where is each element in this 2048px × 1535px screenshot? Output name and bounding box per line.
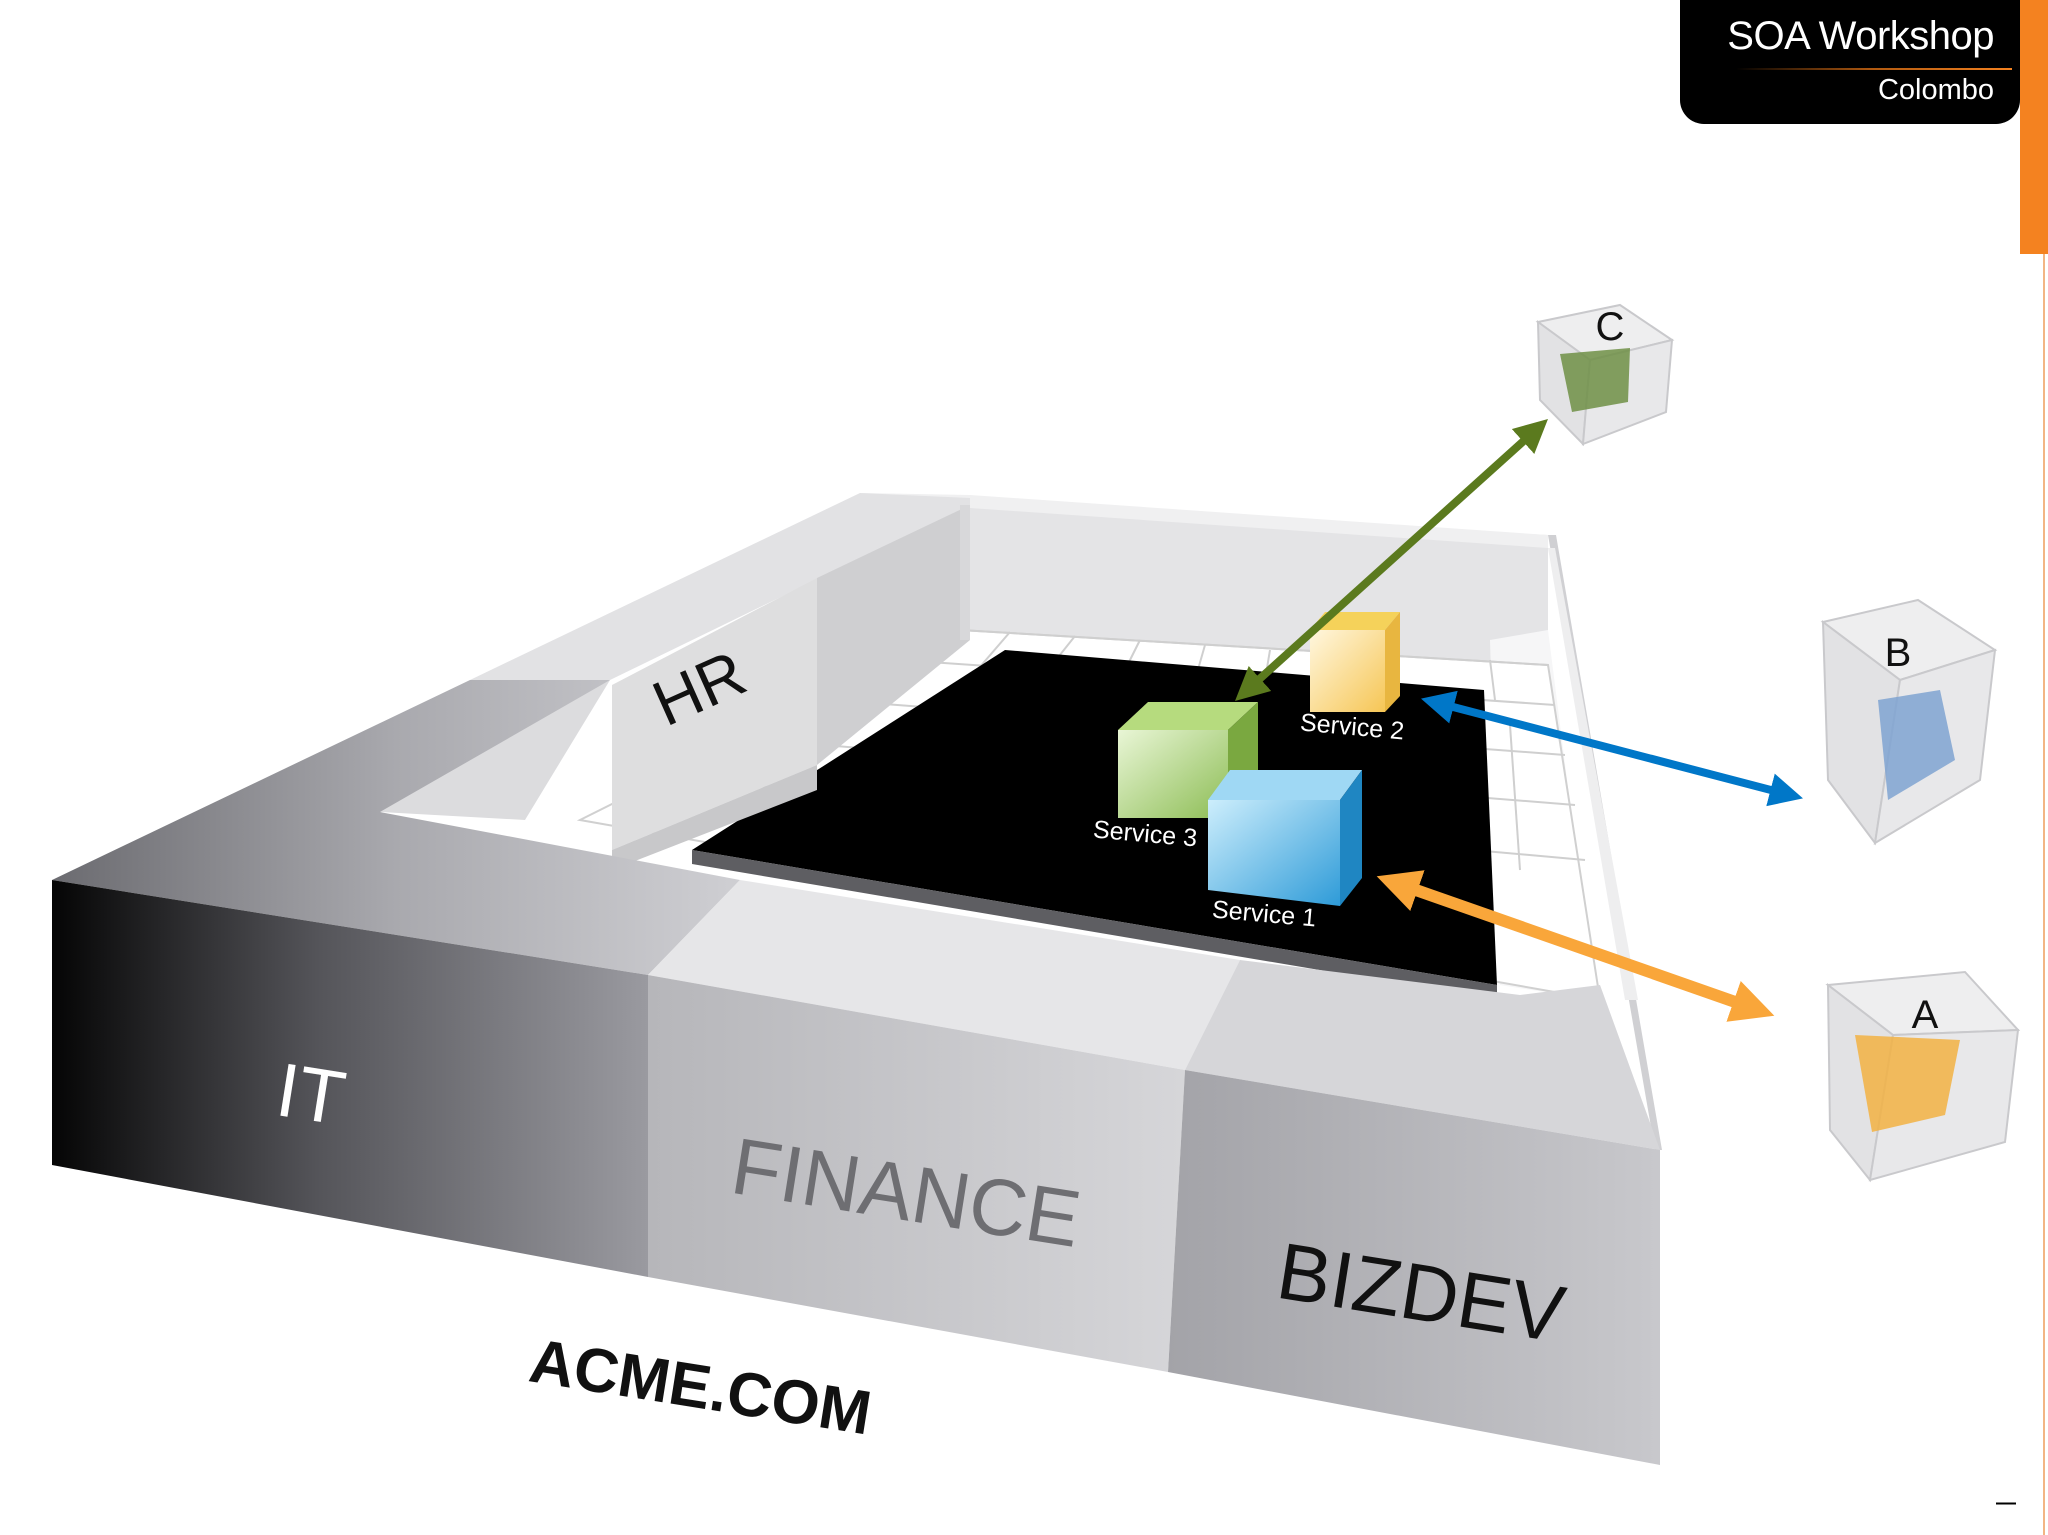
header-divider bbox=[1736, 68, 2012, 70]
consumer-a-cube bbox=[1825, 970, 2021, 1183]
consumer-b-cube bbox=[1820, 598, 1998, 846]
accent-bar bbox=[2020, 0, 2048, 254]
consumer-b-label: B bbox=[1885, 631, 1912, 675]
consumer-a-label: A bbox=[1912, 993, 1939, 1037]
company-label: ACME.COM bbox=[525, 1327, 876, 1449]
service-1-cube bbox=[1208, 770, 1362, 906]
arrow-consumer-b bbox=[1420, 690, 1804, 807]
accent-edge bbox=[2043, 254, 2045, 1535]
page-number: — bbox=[1996, 1492, 2016, 1514]
front-wall bbox=[52, 880, 1660, 1465]
consumer-c-cube bbox=[1535, 303, 1675, 447]
service-2-cube bbox=[1310, 612, 1400, 712]
header-title: SOA Workshop bbox=[1727, 14, 1994, 58]
consumer-c-label: C bbox=[1596, 305, 1625, 349]
hr-wing bbox=[380, 493, 970, 870]
arrow-consumer-c bbox=[1235, 419, 1548, 701]
arrow-consumer-a bbox=[1376, 870, 1775, 1022]
dept-label-it: IT bbox=[271, 1047, 351, 1142]
header-badge: SOA Workshop Colombo bbox=[1680, 0, 2020, 124]
service-platform bbox=[692, 650, 1497, 1000]
header-subtitle: Colombo bbox=[1877, 74, 1994, 106]
